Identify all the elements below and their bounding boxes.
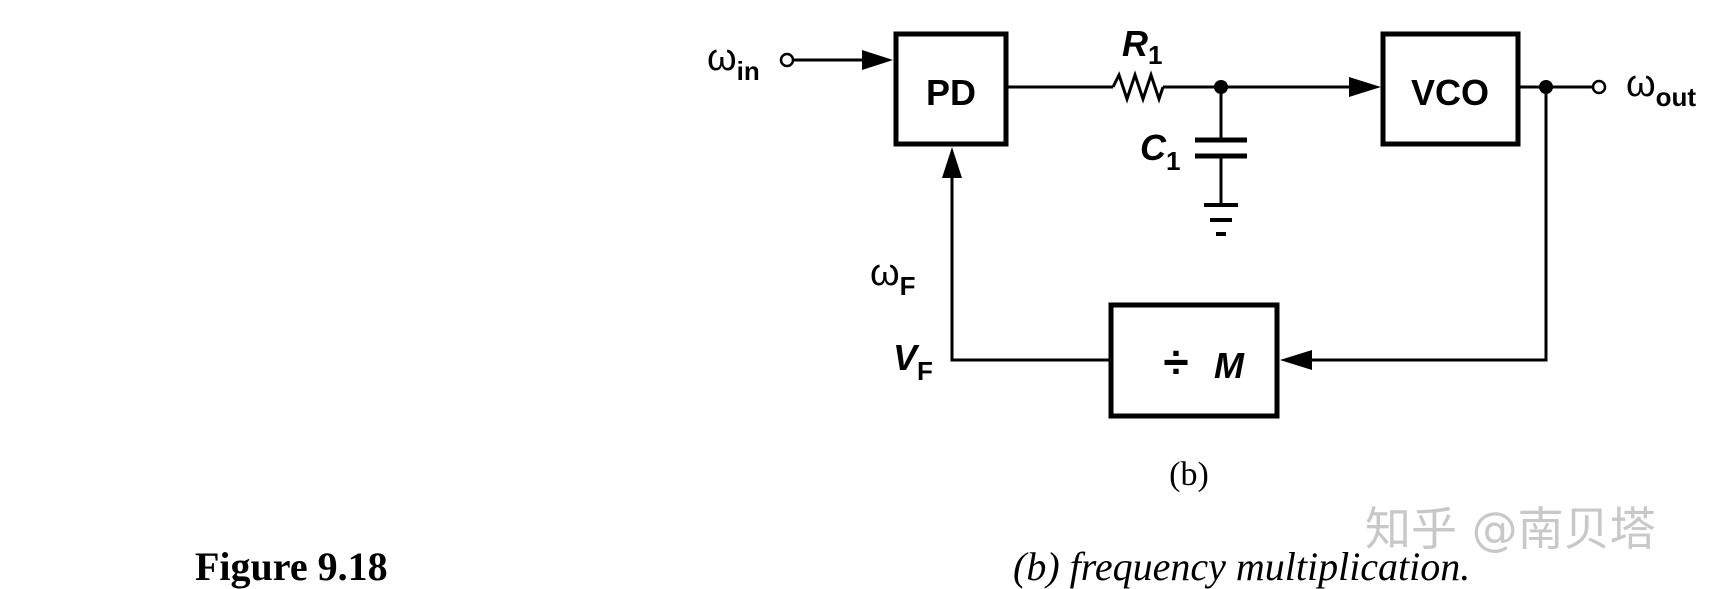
resistor-r1 [1111, 70, 1165, 104]
figure-number: Figure 9.18 [195, 544, 388, 589]
feedback-wire-left [950, 176, 1111, 362]
input-arrow [862, 50, 893, 70]
vco-input-arrow [1349, 77, 1381, 97]
capacitor-label: C1 [1140, 127, 1180, 176]
output-signal-label: ωout [1626, 63, 1696, 112]
vco-block: VCO [1380, 31, 1521, 147]
pd-block: PD [893, 31, 1009, 147]
input-terminal [779, 52, 795, 68]
feedback-freq-label: ωF [870, 252, 916, 301]
input-signal-label: ωin [707, 37, 760, 86]
feedback-wire-right [1306, 87, 1548, 362]
divider-block: ÷ M [1108, 302, 1280, 419]
panel-label: (b) [1169, 456, 1209, 493]
vco-label: VCO [1411, 72, 1489, 113]
feedback-volt-label: VF [893, 337, 933, 386]
figure-caption: (b) frequency multiplication. [1013, 544, 1470, 589]
divider-symbol: ÷ [1163, 336, 1188, 388]
divider-input-arrow [1280, 350, 1312, 370]
pd-label: PD [926, 72, 976, 113]
divider-var: M [1214, 345, 1245, 386]
resistor-label: R1 [1122, 23, 1162, 70]
pd-feedback-arrow [942, 147, 962, 178]
watermark: 知乎 @南贝塔 [1365, 502, 1656, 556]
ground-icon [1204, 203, 1238, 236]
output-terminal [1591, 79, 1607, 95]
